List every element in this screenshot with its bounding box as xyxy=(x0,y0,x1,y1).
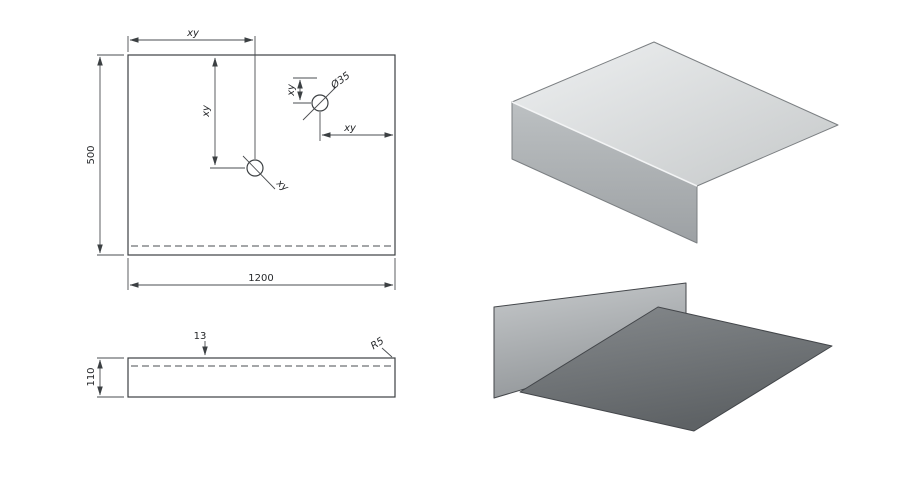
hole2-vertical-dim-label: xy xyxy=(201,104,212,118)
hole-2-leader-line xyxy=(242,155,276,190)
plan-outline xyxy=(127,54,396,256)
side-view: 110 13 R5 xyxy=(86,331,396,398)
side-height-dim-label: 110 xyxy=(86,367,97,386)
hole-2 xyxy=(246,159,264,177)
iso-bottom-main-face xyxy=(519,306,833,432)
top-offset-dim-label: xy xyxy=(186,28,200,39)
iso-bottom-view xyxy=(493,282,833,432)
iso-top-bend-highlight xyxy=(511,101,698,187)
radius-leader-line xyxy=(381,347,393,358)
width-dim-label: 1200 xyxy=(248,273,273,284)
hole1-vertical-dim-label: xy xyxy=(286,83,297,97)
hole2-leader-label: xy xyxy=(273,177,291,194)
plan-view: xy 500 1200 xy xy xy Ø35 xy xyxy=(86,28,396,290)
height-dim-label: 500 xyxy=(86,145,97,164)
side-outline xyxy=(127,357,396,398)
hole1-diameter-label: Ø35 xyxy=(328,70,353,92)
hole-1-leader-line xyxy=(302,86,337,121)
thickness-dim-label: 13 xyxy=(194,331,207,342)
hole-1 xyxy=(311,94,329,112)
iso-top-view xyxy=(511,41,839,244)
hole1-horizontal-dim-label: xy xyxy=(343,123,357,134)
